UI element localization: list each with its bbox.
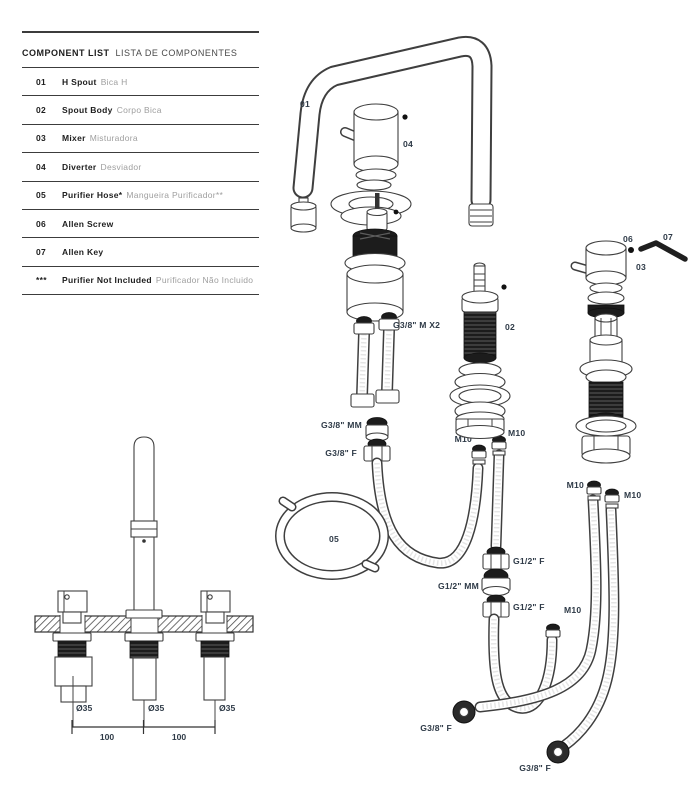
label-m10-1: M10 bbox=[455, 434, 472, 444]
component-name-en: Diverter bbox=[62, 161, 97, 172]
label-g38-m-x2: G3/8" M X2 bbox=[393, 320, 440, 330]
label-part-02: 02 bbox=[505, 322, 515, 332]
component-name-pt: Bica H bbox=[100, 76, 128, 87]
diverter-drawing bbox=[330, 103, 412, 322]
label-part-01: 01 bbox=[300, 99, 310, 109]
allen-key-drawing bbox=[638, 240, 688, 262]
label-m10-2: M10 bbox=[508, 428, 525, 438]
hose-g38f-to-m10 bbox=[371, 457, 484, 569]
label-g12-f-1: G1/2" F bbox=[513, 556, 545, 566]
label-g38-mm: G3/8" MM bbox=[321, 420, 362, 430]
label-part-03: 03 bbox=[636, 262, 646, 272]
component-name-pt: Misturadora bbox=[89, 133, 138, 144]
label-hole-diameter-1: Ø35 bbox=[76, 703, 92, 713]
component-list-header: COMPONENT LIST LISTA DE COMPONENTES bbox=[22, 33, 259, 68]
g12-f-fitting-2 bbox=[482, 594, 510, 618]
component-number: 01 bbox=[36, 76, 47, 87]
component-name-en: H Spout bbox=[62, 76, 97, 87]
component-row-04: 04 Diverter Desviador bbox=[22, 153, 259, 182]
label-g12-f-2: G1/2" F bbox=[513, 602, 545, 612]
spout-body-drawing bbox=[449, 262, 511, 440]
label-g38-f-bottom-right: G3/8" F bbox=[519, 763, 551, 773]
label-m10-3: M10 bbox=[567, 480, 584, 490]
label-part-06: 06 bbox=[623, 234, 633, 244]
component-name-en: Purifier Not Included bbox=[62, 275, 152, 286]
m10-stub-right bbox=[491, 435, 507, 456]
component-list-title-pt: LISTA DE COMPONENTES bbox=[115, 48, 238, 58]
label-spacing-1: 100 bbox=[100, 732, 115, 742]
front-view: Ø35 Ø35 Ø35 100 100 bbox=[34, 436, 254, 742]
component-row-note: *** Purifier Not Included Purificador Nã… bbox=[22, 267, 259, 296]
component-row-05: 05 Purifier Hose* Mangueira Purificador*… bbox=[22, 182, 259, 210]
label-m10-5: M10 bbox=[564, 605, 581, 615]
m10-stub-left bbox=[471, 444, 487, 465]
label-part-04: 04 bbox=[403, 139, 413, 149]
component-number: 07 bbox=[36, 247, 47, 258]
front-underdeck-center bbox=[124, 632, 164, 701]
front-left-handle bbox=[57, 590, 88, 624]
component-name-pt: Corpo Bica bbox=[116, 105, 162, 116]
spout-body-screw-dot bbox=[501, 284, 507, 290]
component-name-pt: Purificador Não Incluido bbox=[155, 275, 254, 286]
g12-f-fitting-1 bbox=[482, 546, 510, 570]
m10-stub-supply-1 bbox=[586, 480, 602, 501]
front-right-handle bbox=[200, 590, 231, 624]
component-list: COMPONENT LIST LISTA DE COMPONENTES 01 H… bbox=[22, 31, 259, 296]
component-name-en: Mixer bbox=[62, 133, 86, 144]
supply-hose-1 bbox=[452, 494, 602, 724]
component-name-en: Spout Body bbox=[62, 105, 113, 116]
label-spacing-2: 100 bbox=[172, 732, 187, 742]
supply-hose-2 bbox=[546, 504, 620, 764]
component-row-02: 02 Spout Body Corpo Bica bbox=[22, 96, 259, 125]
label-g12-mm: G1/2" MM bbox=[438, 581, 479, 591]
component-name-en: Allen Key bbox=[62, 247, 104, 258]
component-name-pt: Mangueira Purificador** bbox=[126, 190, 224, 201]
component-number: 04 bbox=[36, 161, 47, 172]
component-row-01: 01 H Spout Bica H bbox=[22, 68, 259, 97]
g12-mm-fitting bbox=[481, 568, 511, 597]
m10-stub-supply-2 bbox=[604, 488, 620, 509]
label-hole-diameter-3: Ø35 bbox=[219, 703, 235, 713]
allen-screw-drawing bbox=[628, 247, 634, 253]
component-row-03: 03 Mixer Misturadora bbox=[22, 125, 259, 154]
component-name-pt: Desviador bbox=[100, 161, 142, 172]
front-underdeck-right bbox=[195, 632, 235, 701]
front-spout-base bbox=[125, 609, 163, 619]
component-row-06: 06 Allen Screw bbox=[22, 210, 259, 239]
label-part-05: 05 bbox=[329, 534, 339, 544]
spout-aerator-end bbox=[468, 203, 494, 227]
label-g38-f-bottom-left: G3/8" F bbox=[420, 723, 452, 733]
diverter-screw-dot bbox=[393, 209, 399, 215]
component-number: 03 bbox=[36, 133, 47, 144]
g38-mm-fitting bbox=[365, 417, 389, 442]
component-name-en: Allen Screw bbox=[62, 218, 114, 229]
component-number: 06 bbox=[36, 218, 47, 229]
mixer-drawing bbox=[570, 240, 637, 464]
component-number: 02 bbox=[36, 105, 47, 116]
component-row-07: 07 Allen Key bbox=[22, 238, 259, 267]
diverter-set-screw-dot bbox=[402, 114, 408, 120]
diverter-rod bbox=[375, 193, 380, 215]
hose-u-g12f-to-m10 bbox=[488, 613, 561, 714]
h-spout-drawing bbox=[292, 35, 494, 227]
label-part-07: 07 bbox=[663, 232, 673, 242]
aerator-piece bbox=[290, 197, 317, 233]
component-number: *** bbox=[36, 275, 47, 286]
component-name-en: Purifier Hose* bbox=[62, 190, 123, 201]
hose-m10-to-g12f bbox=[490, 449, 505, 552]
label-g38-f-top: G3/8" F bbox=[325, 448, 357, 458]
component-number: 05 bbox=[36, 190, 47, 201]
label-m10-4: M10 bbox=[624, 490, 641, 500]
purifier-hose-coil bbox=[275, 492, 389, 580]
front-dimension-lines bbox=[71, 676, 216, 734]
short-hose-pair bbox=[350, 312, 400, 408]
label-hole-diameter-2: Ø35 bbox=[148, 703, 164, 713]
component-list-title-en: COMPONENT LIST bbox=[22, 48, 110, 58]
